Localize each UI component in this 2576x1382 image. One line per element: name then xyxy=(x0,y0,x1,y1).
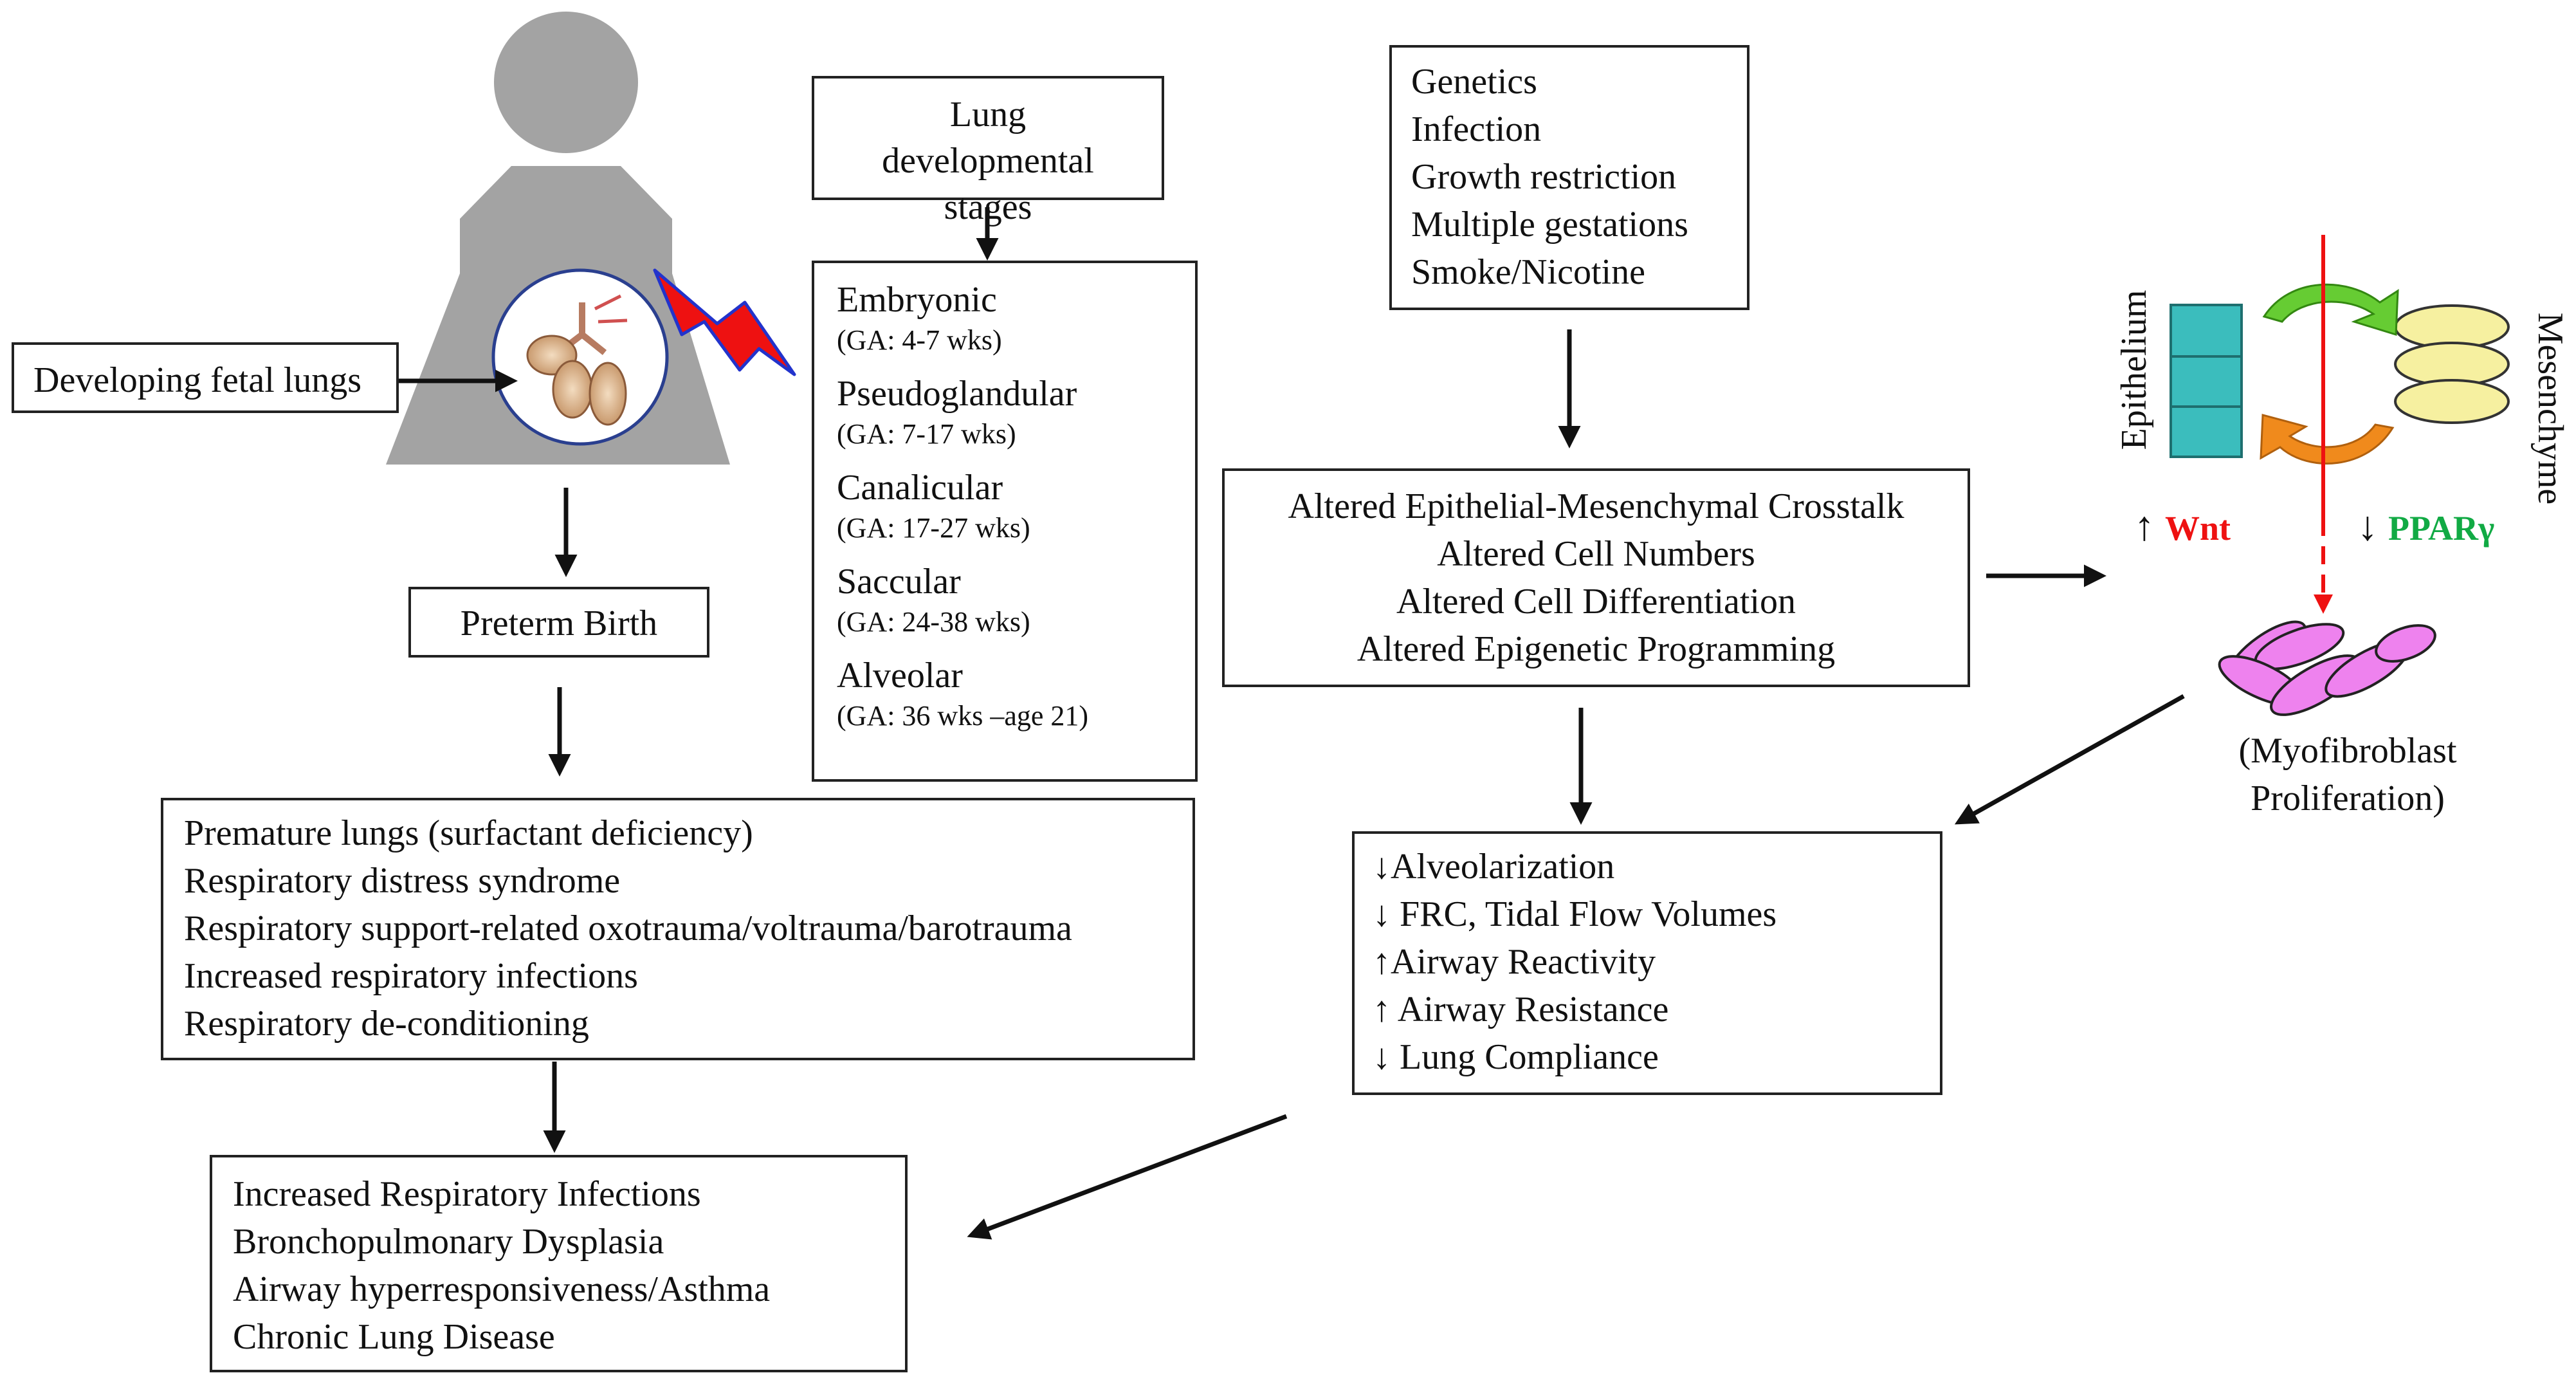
outcomes-box: Increased Respiratory Infections Broncho… xyxy=(210,1155,908,1372)
factor-item: Smoke/Nicotine xyxy=(1411,252,1645,292)
stages-box: Embryonic (GA: 4-7 wks) Pseudoglandular … xyxy=(812,261,1198,782)
lightning-icon xyxy=(653,268,796,376)
stages-title: Lung developmental stages xyxy=(882,95,1094,227)
lung-function-item: ↓ FRC, Tidal Flow Volumes xyxy=(1373,894,1777,934)
arrow-function-to-outcomes xyxy=(967,1114,1288,1240)
alterations-box: Altered Epithelial-Mesenchymal Crosstalk… xyxy=(1222,468,1970,687)
mesenchyme-label: Mesenchyme xyxy=(2530,312,2570,505)
ppar-indicator: ↓ PPARγ xyxy=(2357,502,2494,553)
fetal-lungs-icon xyxy=(491,268,669,446)
lung-function-box: ↓Alveolarization ↓ FRC, Tidal Flow Volum… xyxy=(1352,831,1942,1095)
stage-ga: (GA: 24-38 wks) xyxy=(837,606,1030,638)
mesenchyme-cells-icon xyxy=(2394,304,2510,424)
alteration-item: Altered Cell Differentiation xyxy=(1396,582,1796,622)
premature-effect: Respiratory distress syndrome xyxy=(184,861,621,901)
factor-item: Genetics xyxy=(1411,62,1537,102)
stage-name: Pseudoglandular xyxy=(837,374,1077,414)
ppar-label: PPARγ xyxy=(2388,509,2495,548)
stage-ga: (GA: 4-7 wks) xyxy=(837,324,1002,356)
premature-effects-box: Premature lungs (surfactant deficiency) … xyxy=(161,798,1195,1060)
stage-ga: (GA: 36 wks –age 21) xyxy=(837,700,1089,732)
myofibroblast-cells-icon xyxy=(2218,620,2436,716)
factor-item: Multiple gestations xyxy=(1411,205,1688,244)
premature-effect: Premature lungs (surfactant deficiency) xyxy=(184,813,753,853)
orange-crosstalk-arrow xyxy=(2260,414,2395,465)
arrow-myofibroblast-to-function xyxy=(1954,694,2185,825)
green-crosstalk-arrow xyxy=(2262,283,2399,336)
outcome-item: Chronic Lung Disease xyxy=(233,1317,555,1357)
stage-name: Saccular xyxy=(837,562,961,602)
fetal-lungs-label: Developing fetal lungs xyxy=(33,360,362,400)
premature-effect: Respiratory support-related oxotrauma/vo… xyxy=(184,908,1072,948)
premature-effect: Increased respiratory infections xyxy=(184,956,638,996)
myofibroblast-line: Proliferation) xyxy=(2251,779,2445,818)
stage-ga: (GA: 7-17 wks) xyxy=(837,418,1016,450)
premature-effect: Respiratory de-conditioning xyxy=(184,1004,589,1044)
wnt-label: Wnt xyxy=(2165,509,2231,548)
epithelium-cells-icon xyxy=(2170,304,2243,458)
preterm-birth-box: Preterm Birth xyxy=(408,587,709,658)
fetal-lungs-label-box: Developing fetal lungs xyxy=(12,342,399,413)
stage-name: Embryonic xyxy=(837,280,997,320)
lung-function-item: ↓ Lung Compliance xyxy=(1373,1037,1659,1077)
factor-item: Infection xyxy=(1411,109,1542,149)
wnt-up-arrow: ↑ xyxy=(2134,503,2155,549)
factors-box: Genetics Infection Growth restriction Mu… xyxy=(1389,45,1749,310)
stages-title-box: Lung developmental stages xyxy=(812,76,1164,227)
factor-item: Growth restriction xyxy=(1411,157,1677,197)
stage-name: Alveolar xyxy=(837,656,963,696)
alteration-item: Altered Epigenetic Programming xyxy=(1357,629,1836,669)
lung-function-item: ↑Airway Reactivity xyxy=(1373,942,1656,982)
preterm-birth-label: Preterm Birth xyxy=(460,603,658,643)
alteration-item: Altered Cell Numbers xyxy=(1437,534,1755,574)
outcome-item: Airway hyperresponsiveness/Asthma xyxy=(233,1269,771,1309)
alteration-item: Altered Epithelial-Mesenchymal Crosstalk xyxy=(1288,486,1905,526)
myofibroblast-label: (Myofibroblast Proliferation) xyxy=(2187,727,2508,822)
epithelium-label: Epithelium xyxy=(2114,290,2154,450)
myofibroblast-line: (Myofibroblast xyxy=(2238,731,2457,771)
lung-function-item: ↓Alveolarization xyxy=(1373,847,1615,887)
ppar-down-arrow: ↓ xyxy=(2357,503,2378,549)
wnt-indicator: ↑ Wnt xyxy=(2134,502,2231,553)
outcome-item: Bronchopulmonary Dysplasia xyxy=(233,1222,664,1262)
flow-arrows xyxy=(399,207,2185,1240)
stage-name: Canalicular xyxy=(837,468,1003,508)
stage-ga: (GA: 17-27 wks) xyxy=(837,512,1030,544)
outcome-item: Increased Respiratory Infections xyxy=(233,1174,701,1214)
lung-function-item: ↑ Airway Resistance xyxy=(1373,990,1669,1029)
